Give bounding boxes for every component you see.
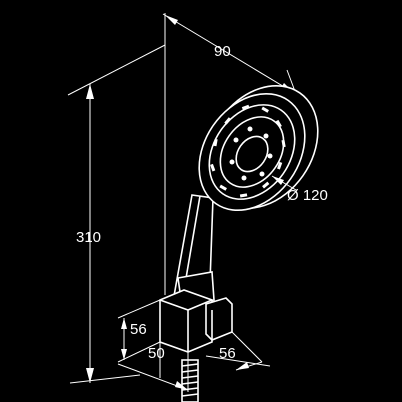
total-height-label: 310 xyxy=(76,229,101,246)
arrow xyxy=(121,318,127,329)
head-offset-label: 90 xyxy=(214,43,231,60)
holder-edge xyxy=(187,299,213,311)
nozzle xyxy=(267,153,273,159)
nozzle xyxy=(241,175,247,181)
dimension-holder-depth: 56 xyxy=(205,331,271,371)
shower-hose xyxy=(181,359,199,402)
nozzle xyxy=(219,184,227,191)
nozzle xyxy=(261,106,269,113)
arrow-310-top xyxy=(86,84,94,99)
extension-line-310-bottom xyxy=(69,374,141,384)
head-center-disc xyxy=(235,135,269,173)
nozzle xyxy=(259,171,265,177)
dimension-head-diameter: Ø 120 xyxy=(271,175,328,204)
dimension-line-90 xyxy=(162,13,297,95)
shower-handle xyxy=(172,194,215,307)
nozzle xyxy=(229,159,235,165)
holder-width-label: 50 xyxy=(148,345,165,362)
hose-ridge xyxy=(181,387,199,391)
handle-edge xyxy=(183,195,201,291)
holder-side-block xyxy=(205,297,233,341)
nozzle xyxy=(224,117,232,125)
arrow xyxy=(121,349,127,360)
diameter-arrow xyxy=(272,176,284,185)
nozzle xyxy=(213,138,218,147)
nozzle xyxy=(275,119,282,128)
nozzle xyxy=(263,133,269,139)
head-diameter-label: Ø 120 xyxy=(287,187,328,204)
extension-line xyxy=(117,299,161,319)
extension-line xyxy=(117,341,161,363)
dimension-head-offset: 90 xyxy=(162,13,297,95)
hose-ridge xyxy=(181,363,199,367)
arrow xyxy=(236,362,249,370)
hose-ridge xyxy=(181,369,199,373)
extension-line-310-top xyxy=(67,44,166,96)
dimension-line-56-depth xyxy=(205,355,271,367)
nozzle xyxy=(247,126,253,132)
nozzle xyxy=(281,139,286,148)
nozzle xyxy=(241,104,250,110)
holder-edge xyxy=(159,299,189,311)
holder-depth-label: 56 xyxy=(219,345,236,362)
arrow xyxy=(175,381,188,390)
hose-ridge xyxy=(181,381,199,385)
nozzle xyxy=(277,161,283,170)
head-spray-ring-outer xyxy=(208,104,296,200)
nozzle xyxy=(239,193,248,198)
spray-nozzles-outer xyxy=(210,104,286,198)
spray-nozzles-inner xyxy=(229,126,273,181)
nozzle xyxy=(262,181,270,189)
holder-body xyxy=(159,289,213,353)
dimension-total-height: 310 xyxy=(67,44,166,384)
dimension-holder-height: 56 xyxy=(117,299,161,363)
hose-ridge xyxy=(181,393,199,397)
hose-ridge xyxy=(181,375,199,379)
extension-line xyxy=(231,331,263,363)
arrow-310-bottom xyxy=(86,368,94,383)
head-spray-ring-middle xyxy=(219,116,285,188)
holder-height-label: 56 xyxy=(130,321,147,338)
dimension-holder-width: 50 xyxy=(117,342,189,392)
nozzle xyxy=(210,163,216,172)
nozzle xyxy=(233,137,239,143)
wall-holder xyxy=(159,289,233,353)
arrow-90-start xyxy=(165,15,178,25)
